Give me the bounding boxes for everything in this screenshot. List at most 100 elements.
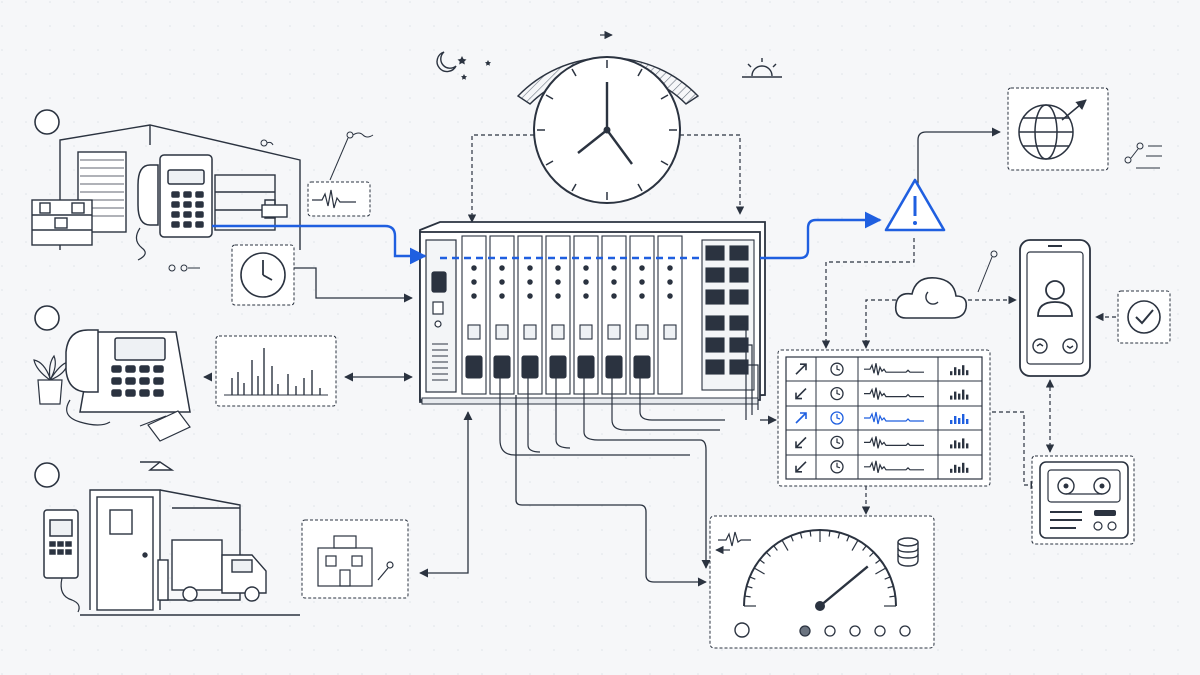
gauge-tick (846, 535, 850, 542)
gauge-tick (765, 551, 771, 557)
call-monitor-rows (795, 362, 969, 474)
line-card-7 (629, 235, 655, 395)
row-bar (958, 442, 961, 449)
row-bar (954, 391, 957, 400)
row-clock-hands (836, 462, 841, 469)
row-waveform (864, 411, 924, 425)
row-clock-hands (836, 389, 841, 396)
office-signal-chart (215, 335, 337, 407)
row-bar (954, 464, 957, 473)
row-bar (954, 440, 957, 449)
table-row[interactable] (795, 435, 969, 450)
line-card-3 (517, 235, 543, 395)
source-selector-warehouse[interactable] (34, 109, 60, 135)
gauge-tick (809, 530, 812, 537)
row-bar (962, 414, 965, 424)
line-card-8 (657, 235, 683, 395)
gauge-tick (851, 539, 859, 551)
capacity-gauge-panel (709, 515, 935, 649)
gauge-tick (746, 585, 753, 589)
pagination-dot[interactable] (874, 625, 886, 637)
confirmation-panel (1117, 290, 1171, 344)
outbound-arrow-icon (795, 412, 807, 424)
row-bar (962, 462, 965, 473)
gauge-tick (749, 576, 756, 580)
office-notepad (139, 410, 191, 442)
inbound-arrow-icon (795, 436, 807, 449)
pbx-power-module (425, 239, 457, 393)
table-row[interactable] (795, 411, 969, 425)
schedule-clock-icon (533, 56, 681, 204)
table-row[interactable] (795, 460, 969, 474)
gauge-tick (781, 539, 789, 551)
gauge-tick (773, 545, 778, 551)
row-bar (958, 393, 961, 400)
table-row[interactable] (795, 386, 969, 401)
row-bar (954, 416, 957, 424)
cloud-moon-icon (894, 277, 968, 319)
row-bar (950, 395, 953, 400)
gauge-tick (875, 567, 887, 575)
inbound-arrow-icon (795, 388, 807, 400)
row-bar (962, 365, 965, 376)
capacity-gauge (743, 529, 897, 611)
pagination-dot[interactable] (849, 625, 861, 637)
dock-building-panel (301, 519, 409, 599)
internet-panel (1007, 87, 1109, 171)
row-bar (950, 420, 953, 424)
pagination-dot[interactable] (899, 625, 911, 637)
warehouse-annotation-tag (168, 131, 374, 272)
row-bar (962, 389, 965, 400)
active-call-route (212, 211, 882, 265)
inbound-arrow-icon (795, 461, 807, 473)
delivery-truck (171, 539, 267, 602)
row-bar (954, 367, 957, 376)
gauge-reset-button[interactable] (734, 622, 750, 638)
row-bar (950, 371, 953, 376)
gauge-tick (799, 532, 803, 539)
row-bar (966, 419, 969, 424)
row-bar (958, 418, 961, 424)
source-selector-office[interactable] (34, 305, 60, 331)
pbx-port-block (701, 239, 755, 391)
gauge-tick (862, 545, 867, 551)
row-waveform (864, 436, 924, 449)
line-card-1 (461, 235, 487, 395)
smartphone-icon (1019, 239, 1091, 377)
row-bar (966, 370, 969, 376)
line-card-5 (573, 235, 599, 395)
row-waveform (864, 460, 924, 473)
source-selector-loading-dock[interactable] (34, 462, 60, 488)
flow-connectors (203, 127, 1001, 587)
line-card-2 (489, 235, 515, 395)
row-bar (950, 468, 953, 473)
sun-horizon-icon (742, 58, 782, 78)
internet-annotation-tag (1124, 142, 1162, 169)
pagination-dot[interactable] (799, 625, 811, 637)
row-bar (958, 466, 961, 473)
row-bar (966, 467, 969, 473)
gauge-tick (759, 559, 765, 564)
gauge-tick (887, 585, 894, 589)
row-bar (966, 394, 969, 400)
line-card-4 (545, 235, 571, 395)
table-row[interactable] (795, 362, 969, 376)
office-plant (33, 354, 69, 405)
row-clock-hands (836, 438, 841, 444)
office-desk-phone-icon (65, 329, 191, 426)
gauge-tick (884, 576, 891, 580)
moon-stars-icon (436, 51, 491, 80)
line-card-6 (601, 235, 627, 395)
gauge-tick (828, 530, 831, 537)
row-bar (958, 369, 961, 376)
dashed-connectors (821, 238, 1116, 515)
clock-to-switch-connectors (467, 134, 745, 223)
small-clock-icon (240, 252, 286, 298)
pagination-dot[interactable] (824, 625, 836, 637)
row-bar (962, 438, 965, 449)
gauge-tick (790, 535, 794, 542)
gauge-pagination (799, 625, 911, 637)
gauge-tick (889, 595, 896, 598)
outbound-arrow-icon (795, 363, 807, 375)
